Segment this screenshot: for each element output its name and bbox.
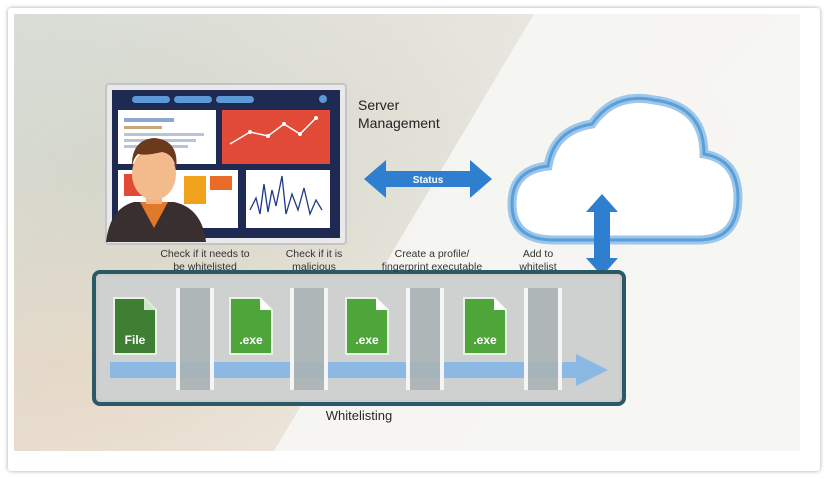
exe-icon-2: .exe bbox=[345, 297, 389, 355]
server-title-line2: Management bbox=[358, 115, 440, 131]
whitelisting-diagram: File .exe .exe .exe Status Server Manage… bbox=[14, 14, 800, 451]
step-label-3: Create a profile/fingerprint executable bbox=[381, 248, 483, 273]
screen-panel-linechart bbox=[222, 110, 330, 164]
svg-text:.exe: .exe bbox=[239, 333, 263, 347]
status-double-arrow bbox=[364, 160, 492, 198]
gate-4 bbox=[524, 288, 562, 390]
gates bbox=[176, 288, 562, 390]
screen-tab-1 bbox=[132, 96, 170, 103]
file-icon-1: File bbox=[113, 297, 157, 355]
screen-panel-waveform bbox=[246, 170, 330, 228]
svg-text:.exe: .exe bbox=[473, 333, 497, 347]
person-avatar bbox=[106, 138, 206, 242]
cloud-icon bbox=[507, 93, 743, 245]
gate-1 bbox=[176, 288, 214, 390]
gate-2 bbox=[290, 288, 328, 390]
cloud-link-arrow bbox=[586, 194, 618, 276]
screen-tab-2 bbox=[174, 96, 212, 103]
server-management-title: Server Management bbox=[358, 96, 440, 132]
exe-icon-1: .exe bbox=[229, 297, 273, 355]
diagram-canvas: File .exe .exe .exe Status bbox=[92, 83, 743, 406]
status-label: Status bbox=[413, 175, 444, 186]
flow-arrow bbox=[110, 354, 608, 386]
whitelisting-label: Whitelisting bbox=[325, 408, 393, 423]
svg-text:.exe: .exe bbox=[355, 333, 379, 347]
svg-text:File: File bbox=[125, 333, 146, 347]
server-title-line1: Server bbox=[358, 97, 400, 113]
gate-3 bbox=[406, 288, 444, 390]
exe-icon-3: .exe bbox=[463, 297, 507, 355]
screen-tab-3 bbox=[216, 96, 254, 103]
